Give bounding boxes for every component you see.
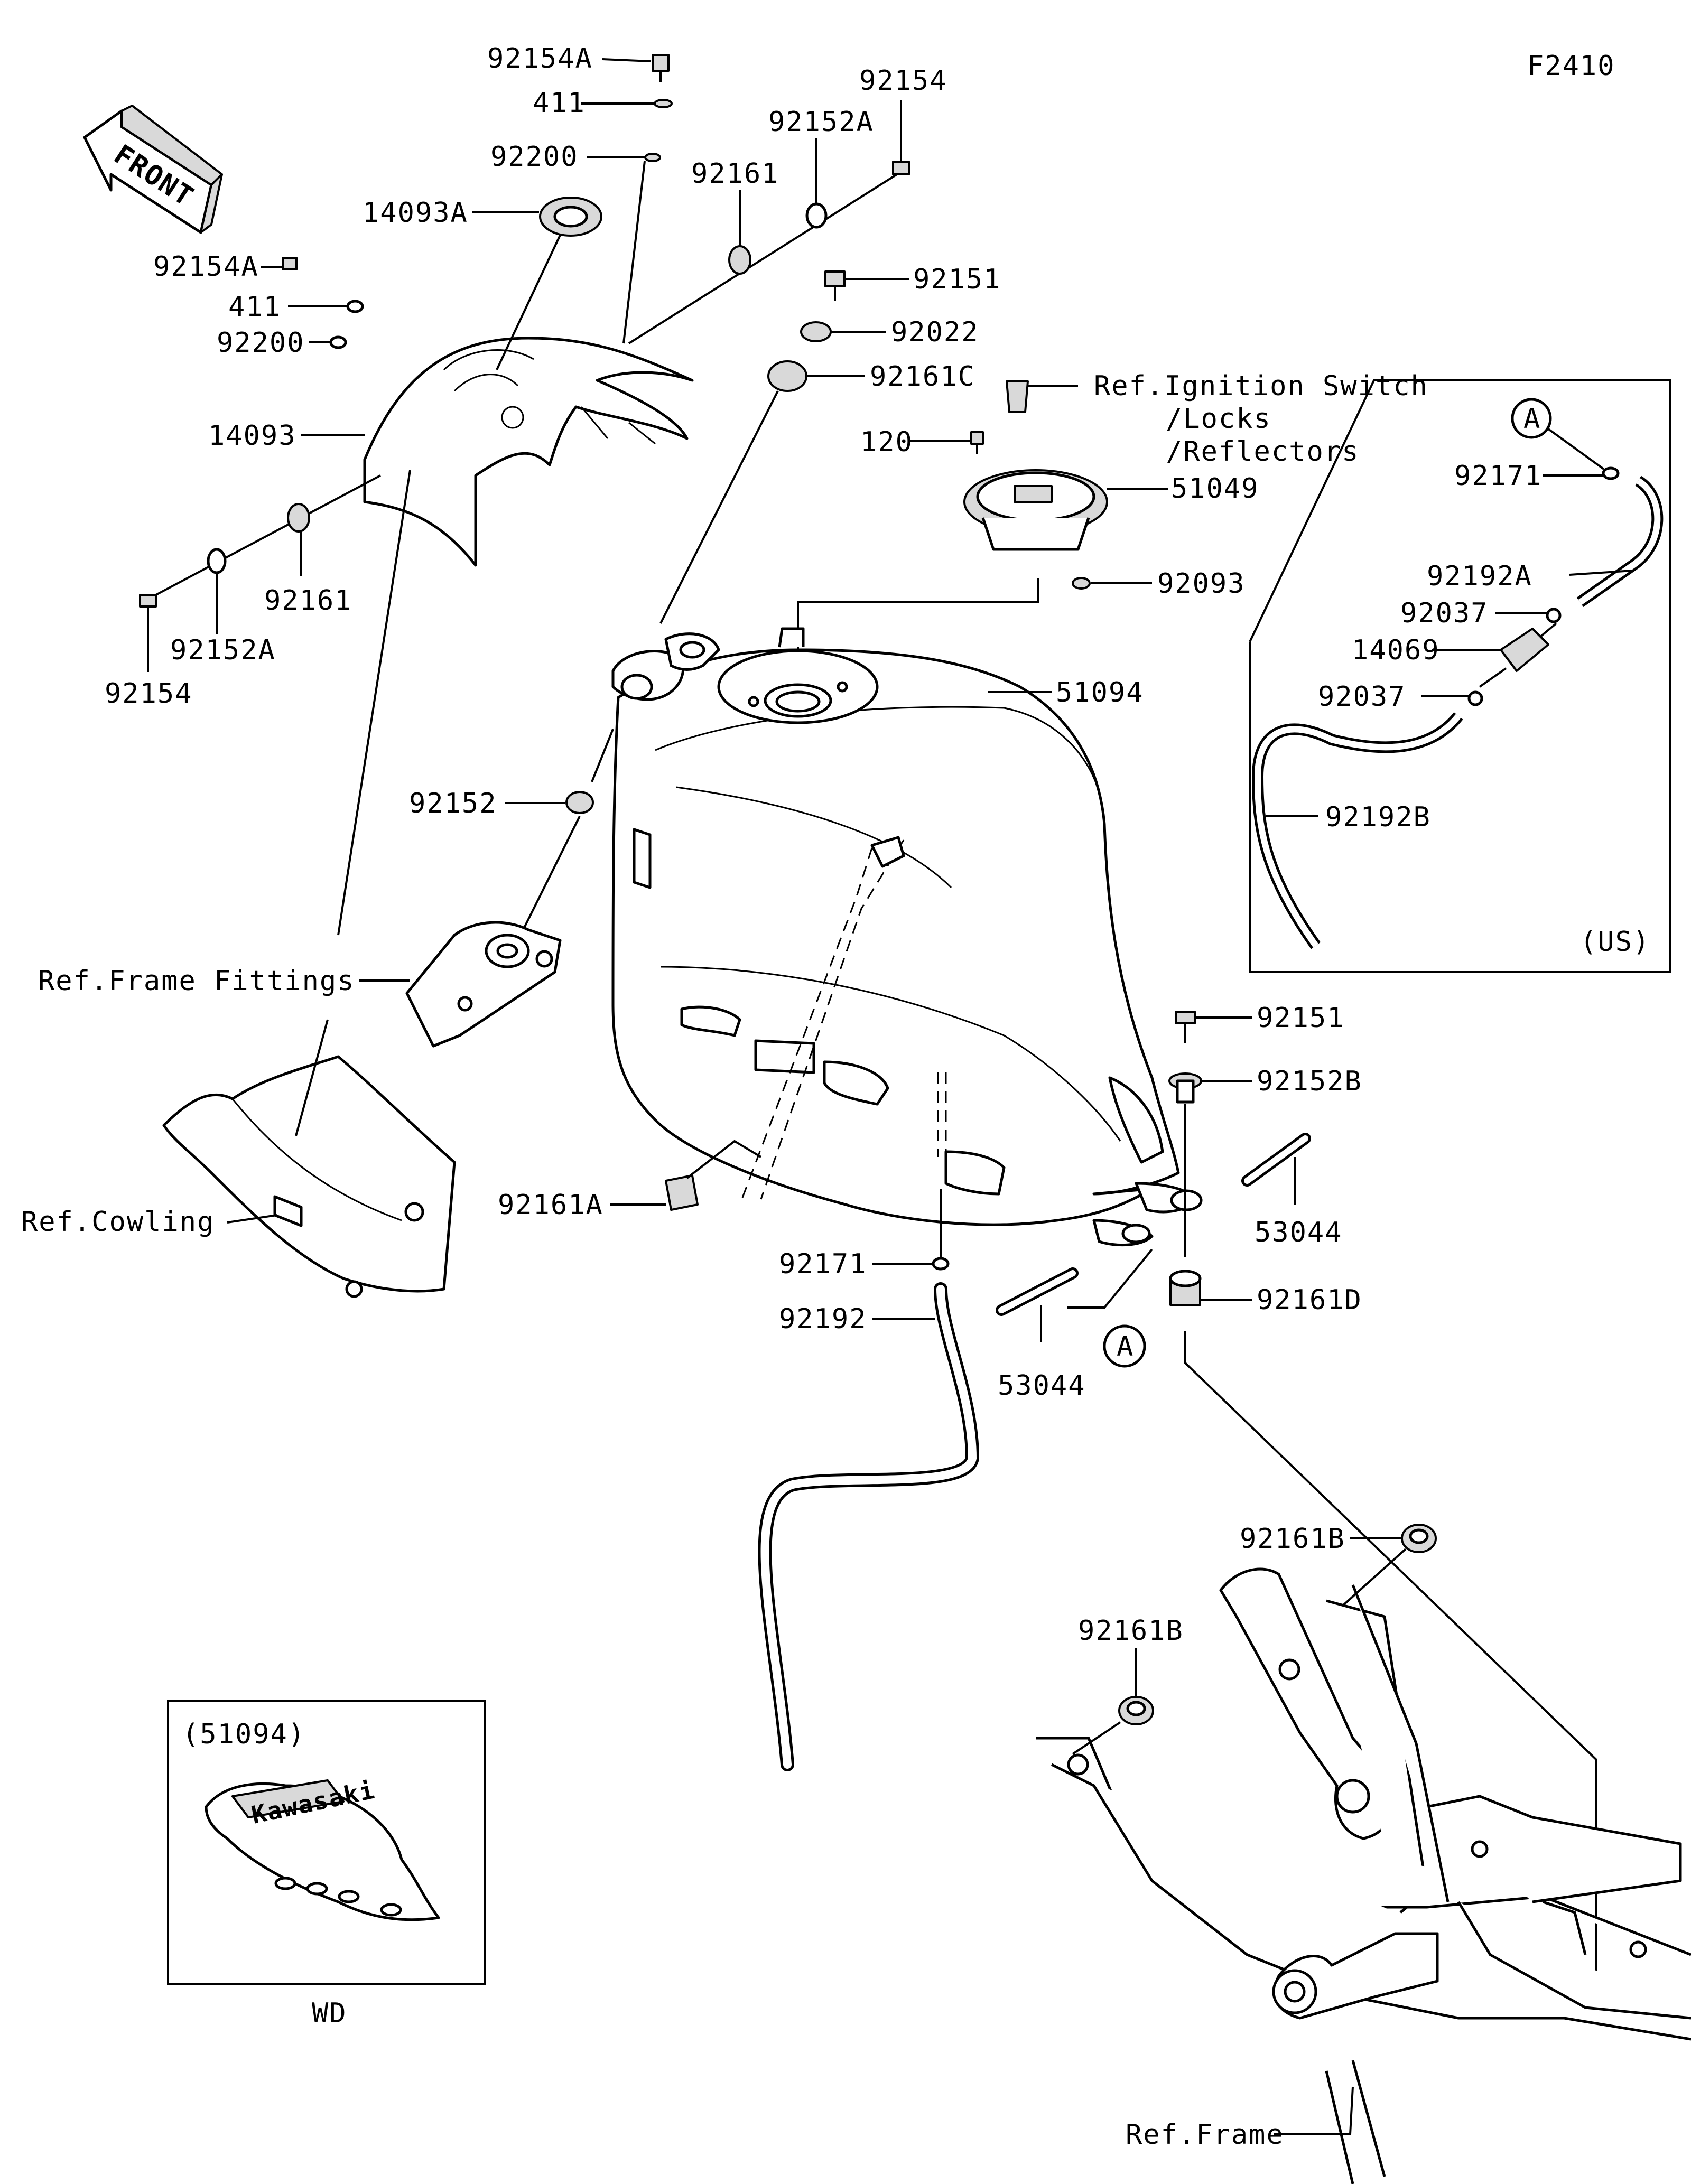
callout-label: 411 bbox=[228, 291, 281, 323]
callout-label: 92161A bbox=[498, 1189, 603, 1221]
wd-part-ref: (51094) bbox=[182, 1719, 305, 1750]
grommet-92152 bbox=[565, 791, 594, 814]
callout-label: 92161D bbox=[1257, 1284, 1362, 1316]
filter-14069 bbox=[1479, 622, 1557, 688]
callout-label: 120 bbox=[860, 426, 913, 458]
callout-label: 92161C bbox=[870, 361, 975, 393]
grommet-92161-right bbox=[728, 245, 751, 275]
grommet-92161-left bbox=[287, 503, 310, 533]
wd-box: (51094) Kawasaki WD bbox=[167, 1700, 486, 2029]
pad-92161A bbox=[665, 1174, 699, 1211]
damper-92161B-top bbox=[1401, 1524, 1437, 1553]
clamp-92037-a bbox=[1546, 608, 1562, 623]
callout-label: 53044 bbox=[1255, 1217, 1343, 1248]
clamp-92037-b bbox=[1467, 690, 1483, 706]
collar-92152A-left bbox=[207, 548, 227, 574]
callout-label: 92154 bbox=[105, 678, 193, 710]
callout-label: 14093A bbox=[363, 197, 468, 229]
marker-a-main: A bbox=[1103, 1324, 1146, 1368]
bolt-92154-right bbox=[892, 161, 910, 175]
bolt-92154A-top bbox=[652, 54, 670, 82]
callout-label: 411 bbox=[533, 87, 586, 119]
callout-label: 92161 bbox=[691, 158, 779, 190]
callout-label: 14093 bbox=[208, 420, 296, 452]
callout-label: Ref.Frame Fittings bbox=[38, 965, 355, 997]
fuel-tank-51094 bbox=[611, 627, 1203, 1246]
svg-text:A: A bbox=[1523, 403, 1541, 435]
callout-label: 92200 bbox=[217, 327, 305, 359]
callout-label: 92152 bbox=[409, 788, 497, 819]
wd-caption: WD bbox=[312, 1998, 347, 2029]
ignition-ref-line3: /Reflectors bbox=[1166, 436, 1359, 468]
damper-92161C bbox=[767, 360, 807, 392]
callout-label: Ref.Cowling bbox=[21, 1206, 215, 1238]
washer-411-left bbox=[346, 300, 364, 313]
callout-label: 92151 bbox=[1257, 1002, 1345, 1034]
hose-92192 bbox=[758, 1282, 980, 1771]
clamp-92171-us bbox=[1602, 466, 1620, 480]
callout-label: 92154A bbox=[487, 43, 593, 74]
callout-label: 92161B bbox=[1078, 1615, 1184, 1647]
cap-51049 bbox=[963, 469, 1108, 551]
collar-92152B bbox=[1168, 1072, 1202, 1104]
damper-92161B-left bbox=[1118, 1696, 1154, 1725]
callout-label: 92161B bbox=[1240, 1523, 1345, 1555]
callout-label: 92154A bbox=[153, 251, 259, 283]
washer-92200-left bbox=[329, 335, 347, 349]
callout-label: 51094 bbox=[1056, 677, 1144, 708]
callout-label: 92037 bbox=[1400, 598, 1489, 629]
ignition-ref-line2: /Locks bbox=[1166, 403, 1271, 435]
us-box-label: (US) bbox=[1580, 926, 1650, 958]
washer-411-top bbox=[654, 99, 673, 108]
callout-label: 92022 bbox=[891, 316, 979, 348]
callout-label: 92161 bbox=[264, 585, 352, 617]
side-cover-14093 bbox=[363, 337, 694, 567]
damper-92161D bbox=[1169, 1270, 1202, 1306]
callout-label: 92152A bbox=[170, 634, 276, 666]
callout-label: 92037 bbox=[1318, 681, 1406, 713]
callout-label: 53044 bbox=[998, 1370, 1086, 1402]
callout-label: 92171 bbox=[1454, 460, 1543, 492]
callout-label: 92192B bbox=[1325, 801, 1431, 833]
bolt-92151-lower bbox=[1175, 1011, 1196, 1043]
cap-14093A bbox=[539, 197, 602, 237]
rod-53044-center bbox=[996, 1267, 1079, 1316]
hose-92192B bbox=[1251, 712, 1463, 949]
bolt-92154A-left bbox=[282, 257, 298, 270]
svg-text:A: A bbox=[1117, 1331, 1134, 1362]
callout-label: 92093 bbox=[1157, 568, 1246, 600]
callout-label: 14069 bbox=[1352, 634, 1440, 666]
rod-53044-right bbox=[1241, 1133, 1311, 1187]
us-box: A (US) bbox=[1249, 379, 1671, 973]
callout-label: Ref.Frame bbox=[1126, 2119, 1284, 2151]
hose-92192A bbox=[1576, 475, 1664, 608]
callout-label: 92192 bbox=[779, 1303, 867, 1335]
collar-92152A-right bbox=[805, 202, 828, 229]
clamp-92171 bbox=[932, 1257, 950, 1271]
cowling-ref bbox=[162, 1055, 456, 1298]
callout-label: 51049 bbox=[1171, 473, 1259, 505]
washer-92200-top bbox=[644, 153, 661, 162]
callout-label: 92152B bbox=[1257, 1066, 1362, 1097]
frame-ref bbox=[1036, 1567, 1691, 2184]
callout-label: 92154 bbox=[859, 65, 947, 97]
callout-label: 92200 bbox=[490, 141, 579, 173]
frame-fittings-bracket bbox=[405, 921, 562, 1048]
washer-92022 bbox=[800, 321, 832, 342]
bolt-92154-left bbox=[139, 594, 157, 608]
bolt-120 bbox=[970, 431, 984, 454]
callout-label: 92152A bbox=[768, 106, 874, 138]
ignition-ref-line1: Ref.Ignition Switch bbox=[1094, 370, 1428, 402]
callout-label: 92192A bbox=[1427, 561, 1532, 592]
rivet-ignition bbox=[1006, 380, 1029, 413]
bolt-92151-top bbox=[824, 270, 846, 301]
front-arrow-icon: FRONT bbox=[83, 105, 223, 234]
callout-label: 92151 bbox=[913, 264, 1001, 295]
figure-code: F2410 bbox=[1527, 50, 1615, 82]
callout-label: 92171 bbox=[779, 1248, 867, 1280]
gasket-92093 bbox=[1072, 577, 1091, 590]
